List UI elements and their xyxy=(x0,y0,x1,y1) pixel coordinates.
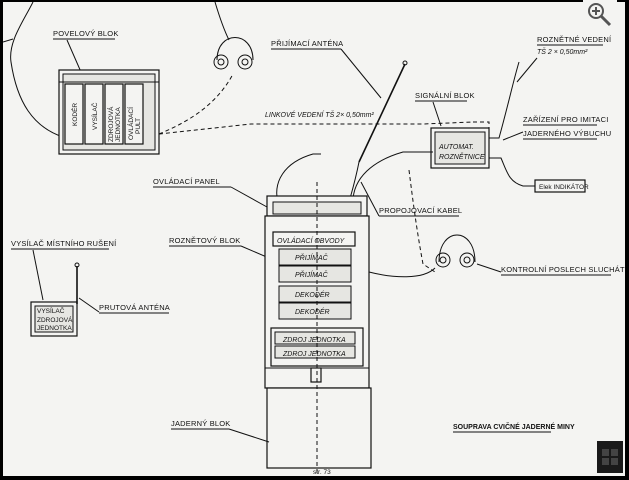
diagram-sheet: POVELOVÝ BLOK KODÉR VYSÍLAČ ZDROJOVÁ JED… xyxy=(3,2,625,476)
dashed-line-linkove xyxy=(158,121,474,135)
magnifier-plus-icon xyxy=(583,0,617,30)
signalni-inner xyxy=(434,131,486,165)
headphone2-cable xyxy=(368,267,436,278)
label-automat-2: ROZNĚTNICE xyxy=(439,152,485,161)
label-zdroj-1: ZDROJ JEDNOTKA xyxy=(282,337,346,344)
leader-jaderny xyxy=(228,428,270,443)
dekoder-1-box xyxy=(278,285,352,303)
module-label-koder: KODÉR xyxy=(70,103,79,126)
label-zdroj-2: ZDROJ JEDNOTKA xyxy=(282,351,346,358)
prijimac-2-box xyxy=(278,265,352,283)
leader-roznetovy xyxy=(240,245,270,259)
label-indicator: Elek INDIKÁTOR xyxy=(539,182,589,191)
ovladaci-obvody-box xyxy=(272,231,356,247)
label-vysilac-box-2: ZDROJOVÁ xyxy=(37,315,73,324)
latch xyxy=(310,367,322,383)
module-zdroj xyxy=(104,83,124,145)
label-linkove-vedeni: LINKOVÉ VEDENÍ TŠ 2× 0,50mm² xyxy=(265,110,374,119)
label-ovladaci-panel: OVLÁDACÍ PANEL xyxy=(153,177,220,186)
headphone2-band xyxy=(438,234,476,263)
headphone2-right-inner xyxy=(463,256,471,264)
page-number: str. 73 xyxy=(313,469,331,476)
grid-button[interactable] xyxy=(597,441,623,473)
label-prijimac-2: PŘIJÍMAČ xyxy=(295,270,329,279)
zoom-in-button[interactable] xyxy=(583,0,617,30)
headphone-right xyxy=(237,54,253,70)
leader-antena xyxy=(340,48,382,99)
dekoder-2-box xyxy=(278,302,352,320)
module-label-zdroj2: JEDNOTKA xyxy=(115,107,122,142)
headphone-band xyxy=(216,37,254,61)
label-vysilac-box-3: JEDNOTKA xyxy=(37,325,72,332)
indicator-cable xyxy=(489,157,535,187)
zdroj-1-box xyxy=(274,331,356,345)
dashed-link-kontrolni xyxy=(408,169,436,273)
headphone-left-inner xyxy=(217,58,225,66)
label-ts-spec: TŠ 2 × 0,50mm² xyxy=(537,47,588,56)
cable-top-left xyxy=(10,2,64,138)
label-prijimac-1: PŘIJÍMAČ xyxy=(295,253,329,262)
leader-kontrolni xyxy=(476,263,502,273)
label-dekoder-2: DEKODÉR xyxy=(295,307,330,316)
label-vysilac: VYSÍLAČ MÍSTNÍHO RUŠENÍ xyxy=(11,239,117,248)
label-kontrolni-poslech: KONTROLNÍ POSLECH SLUCHÁTKY xyxy=(501,265,625,274)
leader-panel xyxy=(230,186,268,208)
dashed-link-headphones xyxy=(158,73,234,135)
wiring-diagram: POVELOVÝ BLOK KODÉR VYSÍLAČ ZDROJOVÁ JED… xyxy=(3,2,625,476)
indicator-box xyxy=(534,179,586,193)
label-souprava: SOUPRAVA CVIČNÉ JADERNÉ MINY xyxy=(453,422,575,431)
label-prijimaci-antena: PŘIJÍMACÍ ANTÉNA xyxy=(271,39,343,48)
leader-vysilac xyxy=(32,249,44,301)
jaderny-blok-box xyxy=(266,387,372,469)
module-label-vysilac: VYSÍLAČ xyxy=(90,102,99,130)
dashed-signal-connect xyxy=(473,121,490,132)
leader-povelovy xyxy=(66,39,82,73)
leader-signalni xyxy=(432,101,442,127)
module-label-pult2: PULT xyxy=(135,118,142,134)
module-label-zdroj: ZDROJOVÁ xyxy=(106,106,115,142)
module-label-pult: OVLÁDACÍ xyxy=(126,107,135,140)
antenna-rod xyxy=(358,63,406,163)
headphone-right-inner xyxy=(241,58,249,66)
label-zarizeni-1: ZAŘÍZENÍ PRO IMITACI xyxy=(523,115,609,124)
headphone2-left xyxy=(435,252,451,268)
label-propojovaci-kabel: PROPOJOVACÍ KABEL xyxy=(379,206,462,215)
leader-kabel xyxy=(360,181,380,217)
label-vysilac-box-1: VYSÍLAČ xyxy=(37,306,65,315)
label-signalni-blok: SIGNÁLNÍ BLOK xyxy=(415,91,475,100)
leader-prutova xyxy=(78,297,100,313)
label-roznetne-vedeni: ROZNĚTNÉ VEDENÍ xyxy=(537,35,612,44)
label-dekoder-1: DEKODÉR xyxy=(295,290,330,299)
module-vysilac xyxy=(84,83,104,145)
label-zarizeni-2: JADERNÉHO VÝBUCHU xyxy=(523,129,611,138)
label-povelovy-blok: POVELOVÝ BLOK xyxy=(53,29,119,38)
leader-roznetne xyxy=(516,57,538,83)
label-roznetovy-blok: ROZNĚTOVÝ BLOK xyxy=(169,236,240,245)
module-pult xyxy=(124,83,144,145)
label-ovladaci-obvody: OVLÁDACÍ OBVODY xyxy=(277,236,346,245)
cable-stub xyxy=(3,38,14,43)
headphone2-right xyxy=(459,252,475,268)
headphone2-left-inner xyxy=(439,256,447,264)
prijimac-1-box xyxy=(278,248,352,266)
module-koder xyxy=(64,83,84,145)
headphone-cable-top xyxy=(214,2,230,41)
roznetne-cable xyxy=(489,61,520,139)
antenna-tip xyxy=(402,60,408,66)
zdroj-2-box xyxy=(274,345,356,359)
label-prutova-antena: PRUTOVÁ ANTÉNA xyxy=(99,303,170,312)
vysilac-inner xyxy=(34,305,74,333)
headphone-left xyxy=(213,54,229,70)
grid-icon xyxy=(602,449,618,465)
label-jaderny-blok: JADERNÝ BLOK xyxy=(171,419,231,428)
leader-zarizeni xyxy=(502,131,524,141)
label-automat-1: AUTOMAT. xyxy=(438,144,474,151)
prutova-antena-tip xyxy=(74,262,80,268)
